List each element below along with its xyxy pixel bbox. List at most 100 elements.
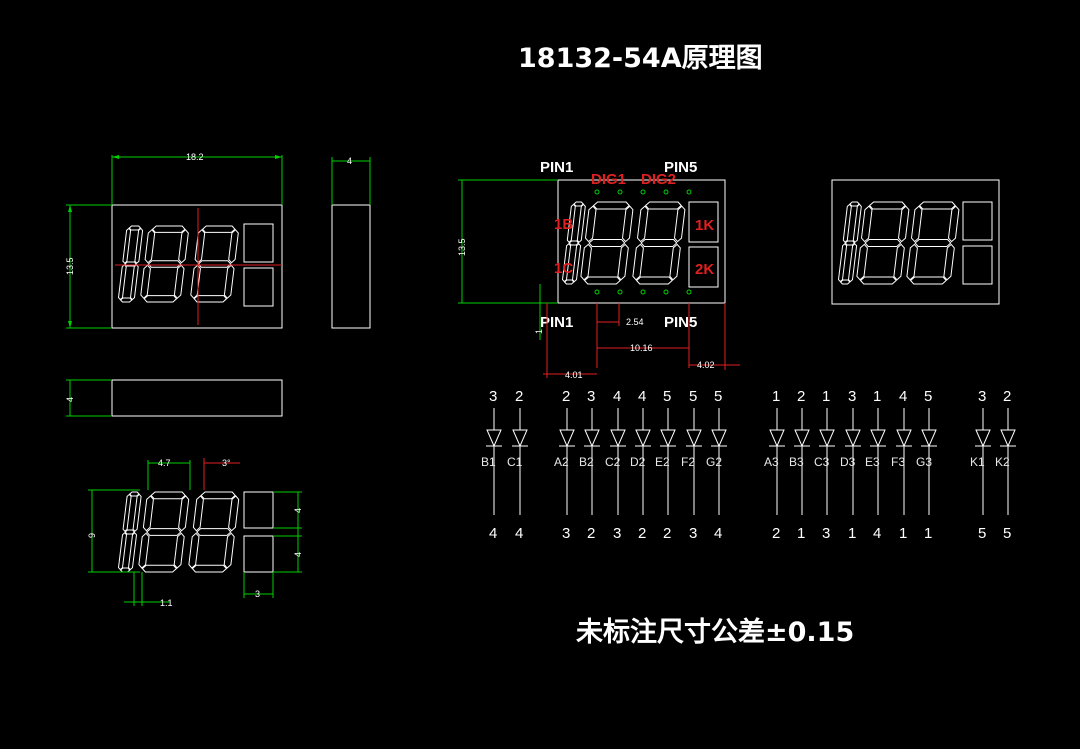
diode-top-pin: 1 — [873, 388, 881, 405]
diode-bottom-pin: 2 — [772, 525, 780, 542]
segment — [918, 201, 956, 210]
diode-bottom-pin: 5 — [978, 525, 986, 542]
segment — [943, 243, 955, 281]
segment — [859, 276, 897, 285]
diode-triangle — [769, 429, 785, 448]
segment — [860, 205, 873, 243]
segment — [914, 239, 952, 247]
segment — [122, 493, 132, 532]
segment — [592, 201, 630, 210]
segment — [200, 491, 236, 500]
segment — [144, 229, 156, 264]
diode-triangle — [794, 429, 810, 448]
segment — [122, 227, 132, 264]
diode-label: B3 — [789, 455, 804, 469]
segment — [588, 239, 626, 247]
segment — [673, 205, 686, 243]
segment — [561, 243, 572, 283]
segment — [117, 532, 128, 571]
digit-3 — [906, 201, 960, 285]
digit-1 — [837, 201, 862, 285]
segment-detail-view: 4.7 3° 9 4 4 3 — [87, 458, 303, 608]
digit-3 — [632, 201, 686, 285]
diode-bottom-pin: 1 — [848, 525, 856, 542]
diode-triangle — [896, 429, 912, 448]
diode-label: F3 — [891, 455, 905, 469]
label-2k: 2K — [695, 261, 714, 278]
segment — [644, 201, 682, 210]
diode-g3: 5G3 1 — [916, 388, 937, 542]
segment — [194, 229, 206, 264]
segment — [134, 227, 144, 264]
segment — [868, 201, 906, 210]
diode-top-pin: 3 — [848, 388, 856, 405]
digit-3 — [190, 225, 239, 303]
segment — [124, 529, 136, 535]
segment — [906, 243, 918, 281]
diode-triangle — [921, 429, 937, 448]
diode-triangle — [819, 429, 835, 448]
dim-right-off: 4.02 — [697, 360, 715, 370]
dim-left-off: 4.01 — [565, 370, 583, 380]
segment — [196, 528, 232, 536]
pin-pad-bottom — [663, 289, 669, 295]
dim-pcb-h: 13.5 — [457, 238, 467, 256]
tolerance-note: 未标注尺寸公差±0.15 — [576, 617, 855, 648]
pin-pad-top — [617, 189, 623, 195]
diode-label: E2 — [655, 455, 670, 469]
label-pin5-top: PIN5 — [664, 159, 697, 176]
dim-pitch: 2.54 — [626, 317, 644, 327]
segment — [563, 279, 575, 285]
label-dig2: DIG2 — [641, 171, 676, 188]
diode-triangle — [660, 429, 676, 448]
diode-bottom-pin: 1 — [924, 525, 932, 542]
diode-label: C2 — [605, 455, 621, 469]
diode-bottom-pin: 5 — [1003, 525, 1011, 542]
digit-1 — [561, 201, 586, 285]
diode-top-pin: 4 — [638, 388, 646, 405]
diode-label: D3 — [840, 455, 856, 469]
diode-top-pin: 2 — [1003, 388, 1011, 405]
label-pin1-top: PIN1 — [540, 159, 573, 176]
diode-top-pin: 4 — [899, 388, 907, 405]
segment — [127, 532, 138, 571]
segment — [617, 243, 629, 281]
dim-box-h2: 4 — [293, 552, 303, 557]
diode-top-pin: 5 — [689, 388, 697, 405]
pin-pad-bottom — [594, 289, 600, 295]
digit-1 — [117, 491, 142, 573]
pcb-pinout-view: 13.5 PIN1 PIN5 DIG1 DIG2 1B 1C 1K 2K PIN… — [457, 159, 740, 380]
segment — [192, 495, 204, 532]
diode-k2: 2K2 5 — [995, 388, 1016, 542]
segment — [223, 264, 235, 299]
segment — [947, 205, 960, 243]
segment — [893, 243, 905, 281]
diode-triangle — [870, 429, 886, 448]
diode-bottom-pin: 3 — [613, 525, 621, 542]
diode-label: G3 — [916, 455, 932, 469]
bottom-view: 4 — [65, 379, 283, 417]
segment — [197, 260, 232, 268]
segment — [173, 264, 185, 299]
segment — [842, 203, 852, 243]
segment — [897, 205, 910, 243]
segment — [178, 229, 189, 264]
diode-top-pin: 1 — [772, 388, 780, 405]
segment — [188, 532, 200, 569]
diode-top-pin: 5 — [924, 388, 932, 405]
diode-label: G2 — [706, 455, 722, 469]
diode-label: K2 — [995, 455, 1010, 469]
segment — [178, 495, 190, 532]
page-title: 18132-54A原理图 — [518, 43, 763, 74]
diode-triangle — [975, 429, 991, 448]
